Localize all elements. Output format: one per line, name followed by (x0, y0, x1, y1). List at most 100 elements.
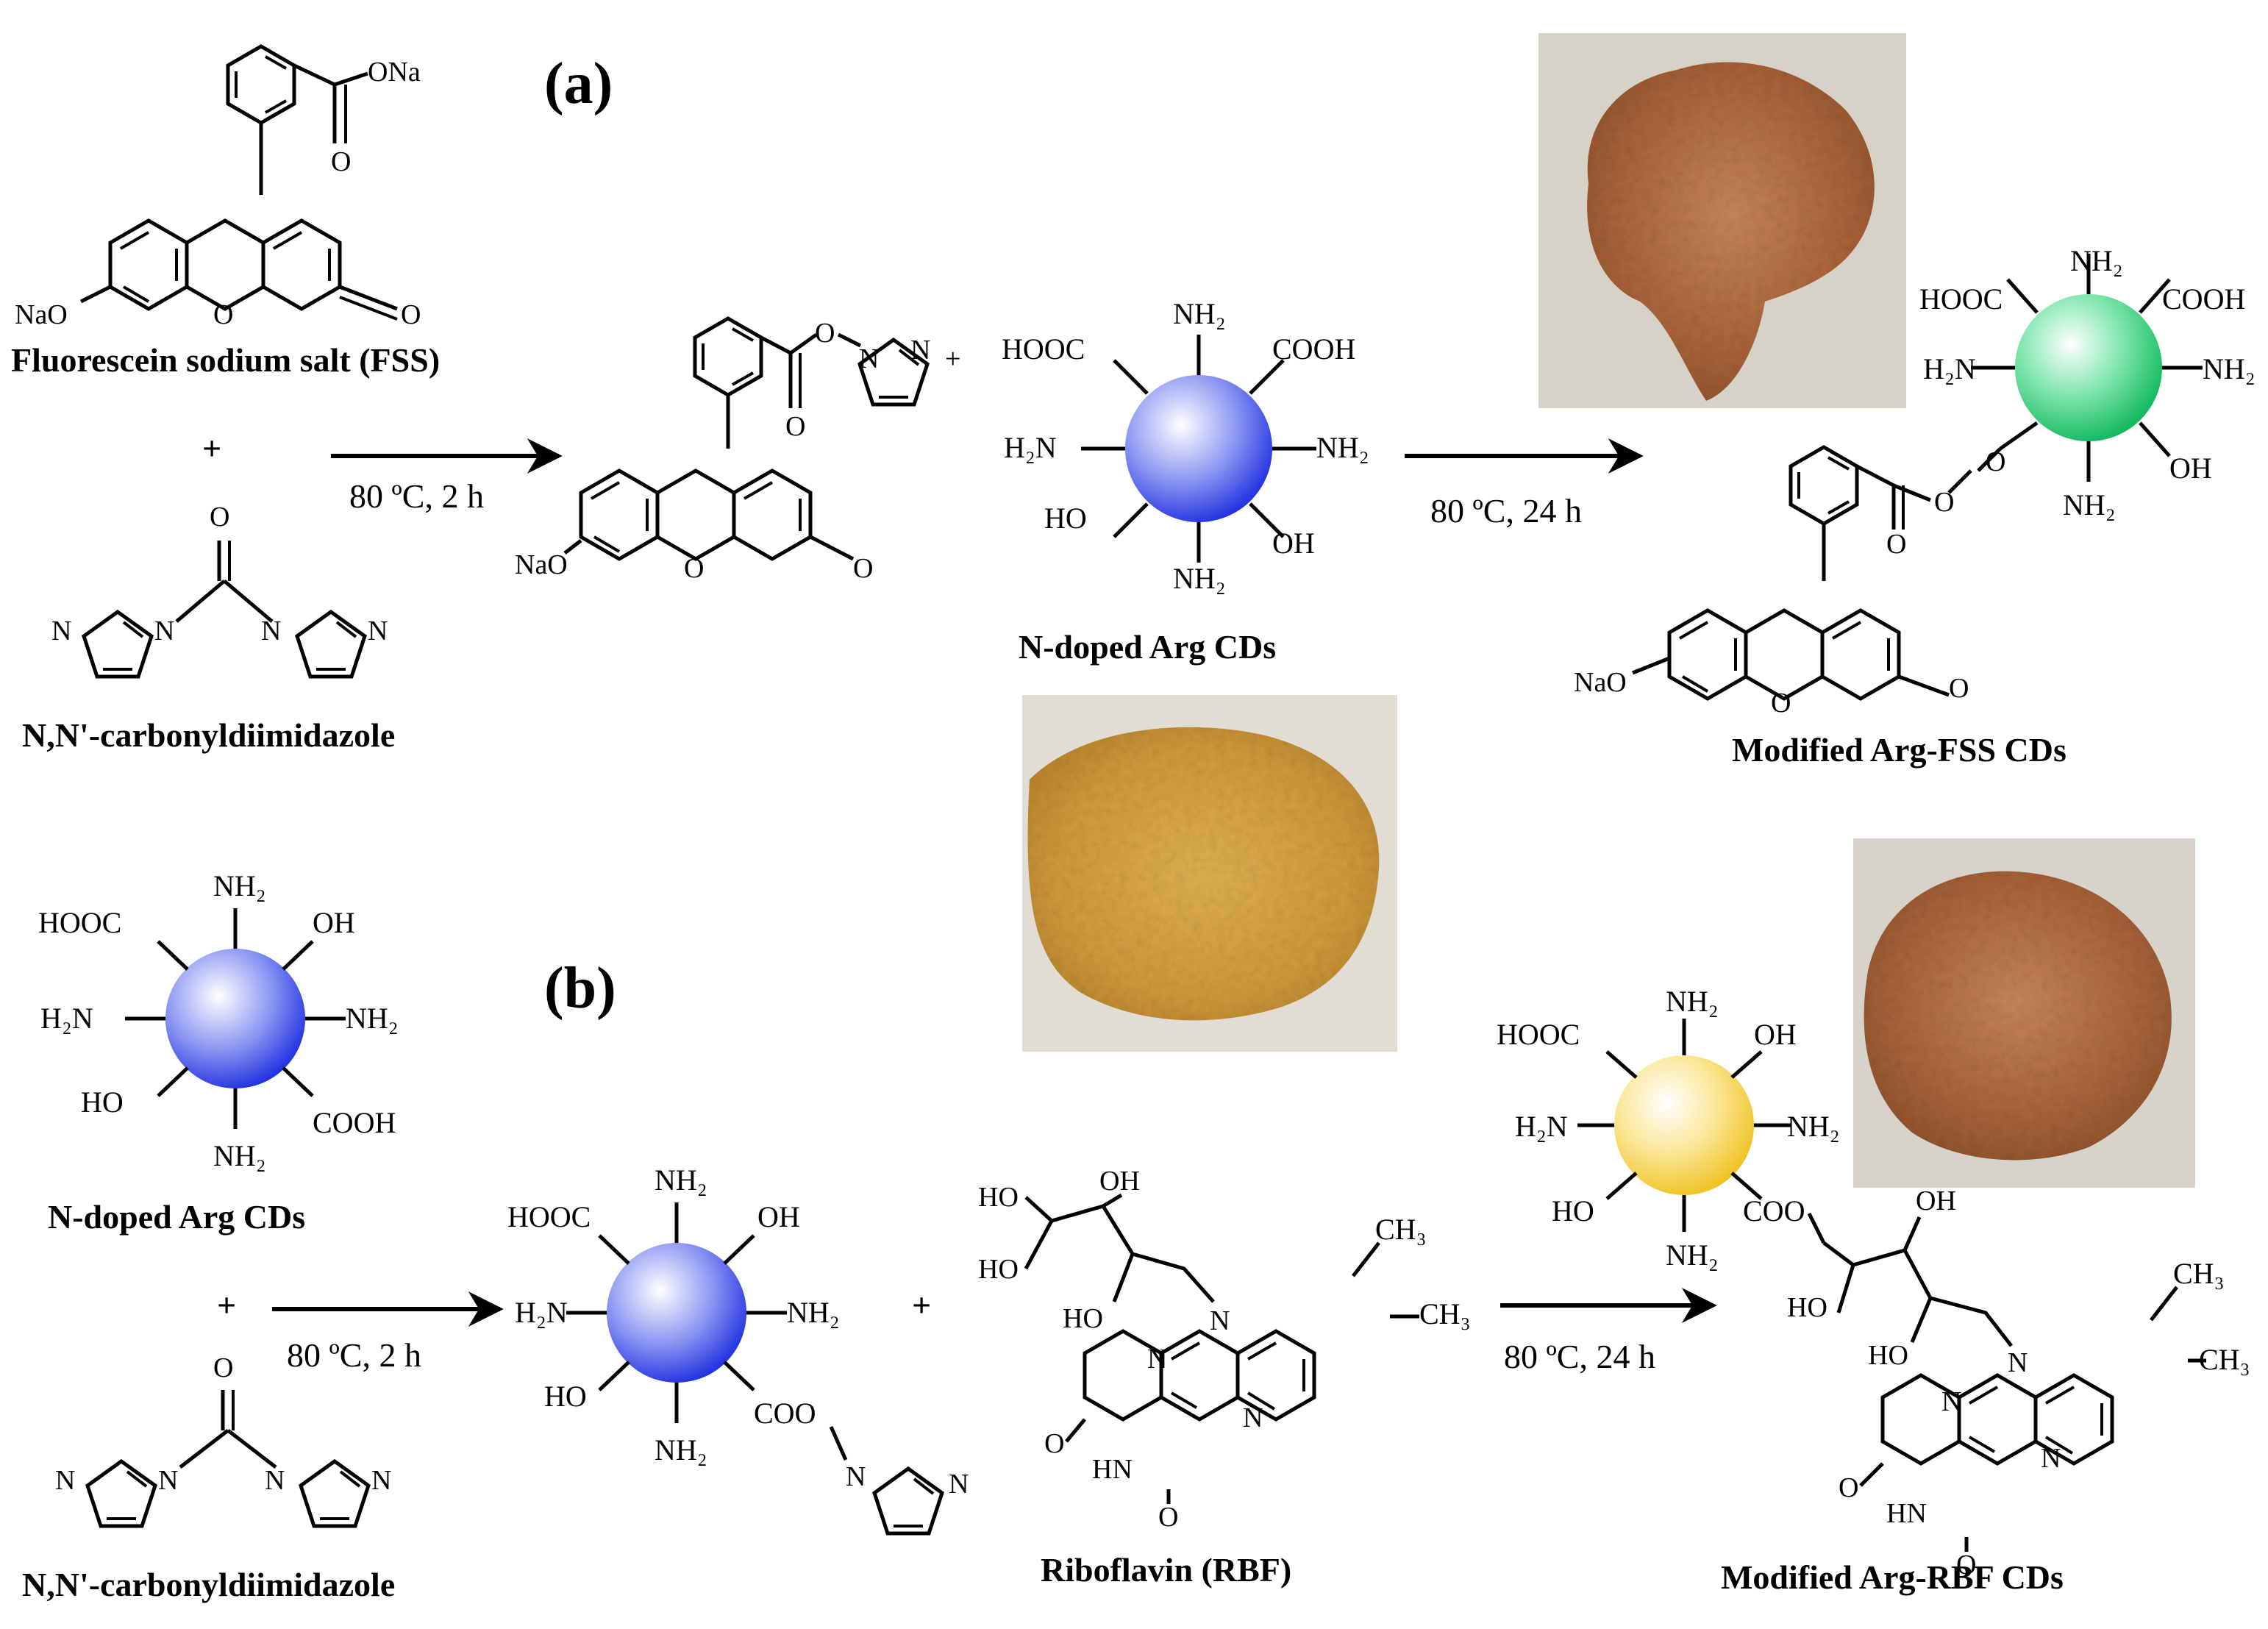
svg-text:O: O (1839, 1472, 1858, 1503)
svg-text:N: N (2041, 1443, 2061, 1474)
svg-text:OH: OH (1754, 1018, 1797, 1051)
arg-cd-sphere-b (165, 949, 305, 1088)
svg-text:NaO: NaO (15, 299, 68, 330)
svg-text:NH₂: NH₂ (1666, 985, 1719, 1018)
cdi-label-b: N,N'-carbonyldiimidazole (22, 1566, 395, 1603)
arg-label-a: N-doped Arg CDs (1019, 628, 1276, 666)
svg-text:NH₂: NH₂ (655, 1163, 707, 1197)
svg-text:NH₂: NH₂ (2203, 352, 2255, 385)
svg-text:N: N (1941, 1386, 1961, 1417)
svg-text:HO: HO (978, 1182, 1019, 1213)
svg-text:HOOC: HOOC (507, 1200, 591, 1233)
svg-text:HO: HO (1044, 502, 1087, 535)
cdi-label-a: N,N'-carbonyldiimidazole (22, 716, 395, 754)
svg-text:ONa: ONa (368, 57, 421, 88)
svg-text:N: N (949, 1469, 969, 1500)
svg-text:CH₃: CH₃ (2173, 1257, 2225, 1290)
plus-sign-b: + (217, 1286, 236, 1324)
svg-text:HO: HO (1868, 1340, 1908, 1371)
svg-text:HOOC: HOOC (1497, 1018, 1580, 1051)
riboflavin-structure: HO HO OH HO N N N O HN O CH₃ CH₃ (978, 1166, 1471, 1533)
svg-text:HOOC: HOOC (1919, 282, 2003, 316)
svg-text:N: N (55, 1465, 75, 1496)
photo-modified-rbf-powder (1853, 838, 2195, 1188)
svg-text:NH₂: NH₂ (213, 1139, 266, 1172)
svg-text:O: O (213, 1352, 233, 1383)
cdi-structure-a: O N N N N (51, 502, 388, 677)
svg-text:N: N (846, 1461, 866, 1492)
svg-text:H₂N: H₂N (40, 1002, 93, 1035)
svg-text:O: O (401, 299, 421, 330)
condition-b2: 80 ºC, 24 h (1504, 1338, 1655, 1375)
panel-a-label: (a) (544, 51, 613, 116)
plus-sign: + (202, 429, 221, 467)
arg-im-sphere (607, 1243, 746, 1383)
arg-cd-b: NH₂ HOOC OH H₂N NH₂ HO COOH NH₂ (38, 869, 399, 1172)
svg-text:NH₂: NH₂ (2063, 488, 2116, 521)
arg-cd-sphere-a (1125, 375, 1272, 522)
cdi-structure-b: O N N N N (55, 1352, 391, 1526)
svg-text:NH₂: NH₂ (787, 1296, 840, 1329)
arg-label-b: N-doped Arg CDs (48, 1198, 305, 1236)
arg-rbf-sphere (1614, 1055, 1754, 1195)
svg-text:O: O (1158, 1502, 1178, 1533)
arg-cd-a: NH₂ HOOC COOH H₂N NH₂ HO OH NH₂ (1002, 297, 1369, 595)
svg-text:O: O (815, 318, 835, 349)
svg-text:HO: HO (81, 1086, 124, 1119)
svg-text:NH₂: NH₂ (2070, 244, 2123, 277)
svg-text:NH₂: NH₂ (1316, 431, 1369, 464)
panel-b-label: (b) (544, 956, 616, 1021)
svg-text:COOH: COOH (313, 1106, 396, 1139)
svg-text:N: N (265, 1465, 285, 1496)
svg-text:NH₂: NH₂ (1787, 1110, 1840, 1143)
svg-text:OH: OH (1099, 1166, 1140, 1197)
photo-modified-fss-powder (1538, 33, 1906, 408)
svg-text:H₂N: H₂N (1515, 1110, 1568, 1143)
svg-text:OH: OH (2169, 452, 2212, 485)
svg-text:N: N (1210, 1305, 1230, 1336)
svg-text:HOOC: HOOC (38, 906, 121, 939)
svg-text:CH₃: CH₃ (1375, 1213, 1427, 1246)
svg-text:OH: OH (313, 906, 355, 939)
modified-arg-fss-structure: NH₂ HOOC COOH H₂N NH₂ OH NH₂ O O O NaO O… (1574, 244, 2255, 719)
condition-a2: 80 ºC, 24 h (1430, 492, 1582, 530)
svg-text:H₂N: H₂N (1923, 352, 1976, 385)
svg-text:O: O (1986, 446, 2005, 477)
svg-text:HOOC: HOOC (1002, 332, 1085, 366)
svg-text:O: O (1934, 487, 1954, 518)
svg-text:H₂N: H₂N (1004, 431, 1057, 464)
arg-fss-sphere (2015, 294, 2162, 441)
svg-text:HO: HO (978, 1254, 1019, 1285)
svg-text:OH: OH (1272, 527, 1315, 560)
svg-text:O: O (1956, 1550, 1976, 1580)
modified-arg-rbf-structure: NH₂ HOOC OH H₂N NH₂ HO COO NH₂ HO OH HO … (1497, 985, 2250, 1580)
svg-text:O: O (1949, 673, 1969, 704)
plus-sign-b2: + (912, 1286, 931, 1324)
condition-a1: 80 ºC, 2 h (349, 477, 484, 515)
svg-text:O: O (853, 553, 873, 584)
fss-structure: O ONa NaO O O (15, 46, 421, 330)
svg-text:HO: HO (544, 1380, 587, 1413)
mod-rbf-label: Modified Arg-RBF CDs (1721, 1558, 2064, 1596)
svg-text:OH: OH (1916, 1186, 1956, 1216)
svg-text:COO: COO (754, 1397, 816, 1430)
svg-text:HO: HO (1552, 1194, 1594, 1227)
svg-text:CH₃: CH₃ (2199, 1343, 2250, 1376)
svg-text:NH₂: NH₂ (213, 869, 266, 902)
svg-text:H₂N: H₂N (515, 1296, 568, 1329)
svg-text:N: N (1147, 1344, 1167, 1375)
svg-text:N: N (1243, 1402, 1263, 1433)
condition-b1: 80 ºC, 2 h (287, 1336, 421, 1374)
svg-text:NH₂: NH₂ (1666, 1238, 1719, 1272)
svg-text:O: O (210, 502, 229, 532)
svg-text:NaO: NaO (515, 549, 568, 580)
svg-text:O: O (331, 146, 351, 177)
fss-label: Fluorescein sodium salt (FSS) (11, 341, 440, 379)
svg-text:N: N (910, 335, 930, 366)
svg-text:N: N (859, 343, 879, 374)
svg-text:N: N (2008, 1347, 2028, 1378)
svg-text:N: N (368, 616, 388, 646)
svg-text:O: O (1886, 529, 1906, 560)
svg-text:HN: HN (1092, 1454, 1133, 1485)
svg-text:N: N (158, 1465, 178, 1496)
